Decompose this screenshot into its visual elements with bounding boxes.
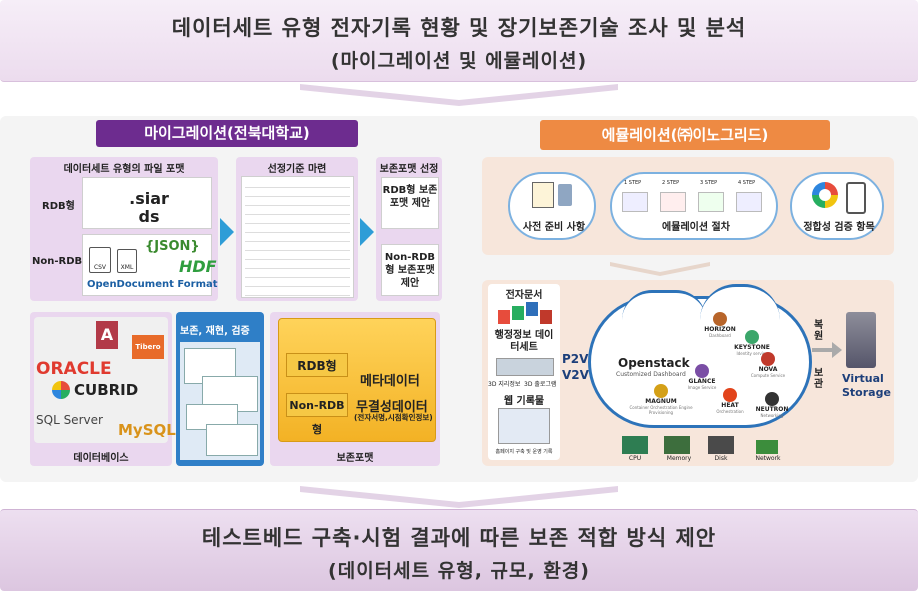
dataset-image [496, 358, 554, 376]
database-logos: A Tibero ORACLE CUBRID SQL Server MySQL [34, 317, 176, 443]
folder-nonrdb: Non-RDB형 [286, 393, 348, 436]
bottom-banner: 테스트베드 구축·시험 결과에 따른 보존 적합 방식 제안 (데이터세트 유형… [0, 509, 918, 591]
restore-label: 복원 [814, 320, 824, 342]
service-nova: NOVA Compute Service [738, 352, 798, 378]
log-label: 3D 출로그램 [524, 381, 557, 388]
service-heat: HEAT Orchestration [700, 388, 760, 414]
web-caption: 홈페이지 구축 및 운영 기록 [495, 449, 553, 455]
procedure-bubble: 1 STEP 2 STEP 3 STEP 4 STEP 에뮬레이션 절차 [610, 172, 778, 240]
rdb-format-proposal: RDB형 보존포맷 제안 [381, 177, 439, 229]
prep-label: 사전 준비 사항 [522, 222, 586, 233]
folder-integrity: 무결성데이터 [356, 400, 428, 415]
folder-integrity-sub: (전자서명,시점확인정보) [354, 413, 433, 422]
cpu-label: CPU [628, 455, 642, 462]
cubrid-logo: CUBRID [74, 381, 139, 399]
migration-header: 마이그레이션(전북대학교) [96, 120, 358, 147]
disk-label: Disk [714, 455, 728, 462]
bottom-banner-subtitle: (데이터세트 유형, 규모, 환경) [328, 560, 590, 582]
nonrdb-formats-box: CSV XML {JSON} HDF OpenDocument Format [82, 234, 218, 296]
access-icon: A [96, 321, 118, 349]
tibero-logo: Tibero [132, 335, 164, 359]
arrow-right-icon [812, 342, 842, 358]
siard-text: .siards [129, 189, 169, 226]
service-glance: GLANCE Image Service [672, 364, 732, 390]
process-screenshots [180, 342, 260, 460]
memory-icon [664, 436, 690, 454]
electronic-docs-label: 전자문서 [505, 290, 543, 301]
arrow-right-icon [360, 218, 374, 246]
p2v-label: P2V [562, 352, 589, 366]
json-icon: {JSON} [145, 239, 200, 254]
web-screenshot [498, 408, 550, 444]
sqlserver-logo: SQL Server [36, 413, 103, 427]
mysql-logo: MySQL [118, 421, 176, 439]
procedure-label: 에뮬레이션 절차 [662, 222, 730, 233]
cpu-icon [622, 436, 648, 454]
cubrid-icon [52, 381, 70, 399]
rdb-type-label: RDB형 [42, 201, 75, 212]
clipboard-icon [532, 182, 554, 208]
down-chevron-emulation [610, 262, 710, 276]
file-format-title: 데이터세트 유형의 파일 포맷 [63, 164, 185, 175]
network-icon [756, 440, 778, 454]
down-chevron-bottom [300, 486, 618, 508]
gis-label: 3D 지리정보 [488, 381, 521, 388]
network-label: Network [755, 455, 781, 462]
down-chevron-top [300, 84, 618, 106]
top-banner-subtitle: (마이그레이션 및 에뮬레이션) [330, 50, 588, 72]
tablet-icon [846, 182, 866, 214]
procedure-steps: 1 STEP 2 STEP 3 STEP 4 STEP [622, 180, 772, 212]
folder-rdb: RDB형 [286, 353, 348, 377]
openstack-subtitle: Customized Dashboard [616, 371, 686, 378]
verify-label: 정합성 검증 항목 [803, 222, 875, 233]
database-label: 데이터베이스 [73, 453, 129, 464]
verify-bubble: 정합성 검증 항목 [790, 172, 884, 240]
service-neutron: NEUTRON Networking [742, 392, 802, 418]
oracle-logo: ORACLE [36, 359, 112, 379]
service-horizon: HORIZON Dashboard [690, 312, 750, 338]
emulation-header: 에뮬레이션(㈜이노그리드) [540, 120, 830, 150]
nonrdb-type-label: Non-RDB형 [32, 256, 92, 267]
criteria-table [241, 176, 354, 298]
hdf-icon: HDF [179, 257, 217, 276]
top-banner-title: 데이터세트 유형 전자기록 현황 및 장기보존기술 조사 및 분석 [171, 16, 747, 40]
disk-icon [708, 436, 734, 454]
bottom-banner-title: 테스트베드 구축·시험 결과에 따른 보존 적합 방식 제안 [201, 526, 717, 550]
process-label: 보존, 재현, 검증 [180, 326, 250, 337]
folder-metadata: 메타데이터 [360, 374, 420, 389]
prep-bubble: 사전 준비 사항 [508, 172, 596, 240]
siard-box: .siards [82, 177, 212, 229]
service-keystone: KEYSTONE Identity service [722, 330, 782, 356]
v2v-label: V2V [562, 368, 589, 382]
document-icons [498, 300, 552, 326]
preservation-format-label: 보존포맷 [336, 453, 374, 464]
openstack-logo: Openstack [618, 356, 690, 370]
admin-dataset-label: 행정정보 데이터세트 [494, 330, 554, 353]
web-records-label: 웹 기록물 [503, 396, 545, 407]
person-icon [558, 184, 572, 206]
top-banner: 데이터세트 유형 전자기록 현황 및 장기보존기술 조사 및 분석 (마이그레이… [0, 0, 918, 82]
csv-icon: CSV [89, 247, 111, 273]
nonrdb-format-proposal: Non-RDB형 보존포맷 제안 [381, 244, 439, 296]
storage-server-icon [846, 312, 876, 368]
arrow-right-icon [220, 218, 234, 246]
format-selection-title: 보존포맷 선정 [379, 164, 439, 175]
preserve-label: 보관 [814, 368, 824, 390]
opendocument-icon: OpenDocument Format [87, 279, 218, 290]
service-magnum: MAGNUM Container Orchestration Engine Pr… [626, 384, 696, 415]
virtual-storage-label: Virtual Storage [842, 372, 891, 399]
criteria-title: 선정기준 마련 [267, 164, 327, 175]
memory-label: Memory [666, 455, 692, 462]
xml-icon: XML [117, 249, 137, 273]
folder-icon [278, 318, 436, 442]
